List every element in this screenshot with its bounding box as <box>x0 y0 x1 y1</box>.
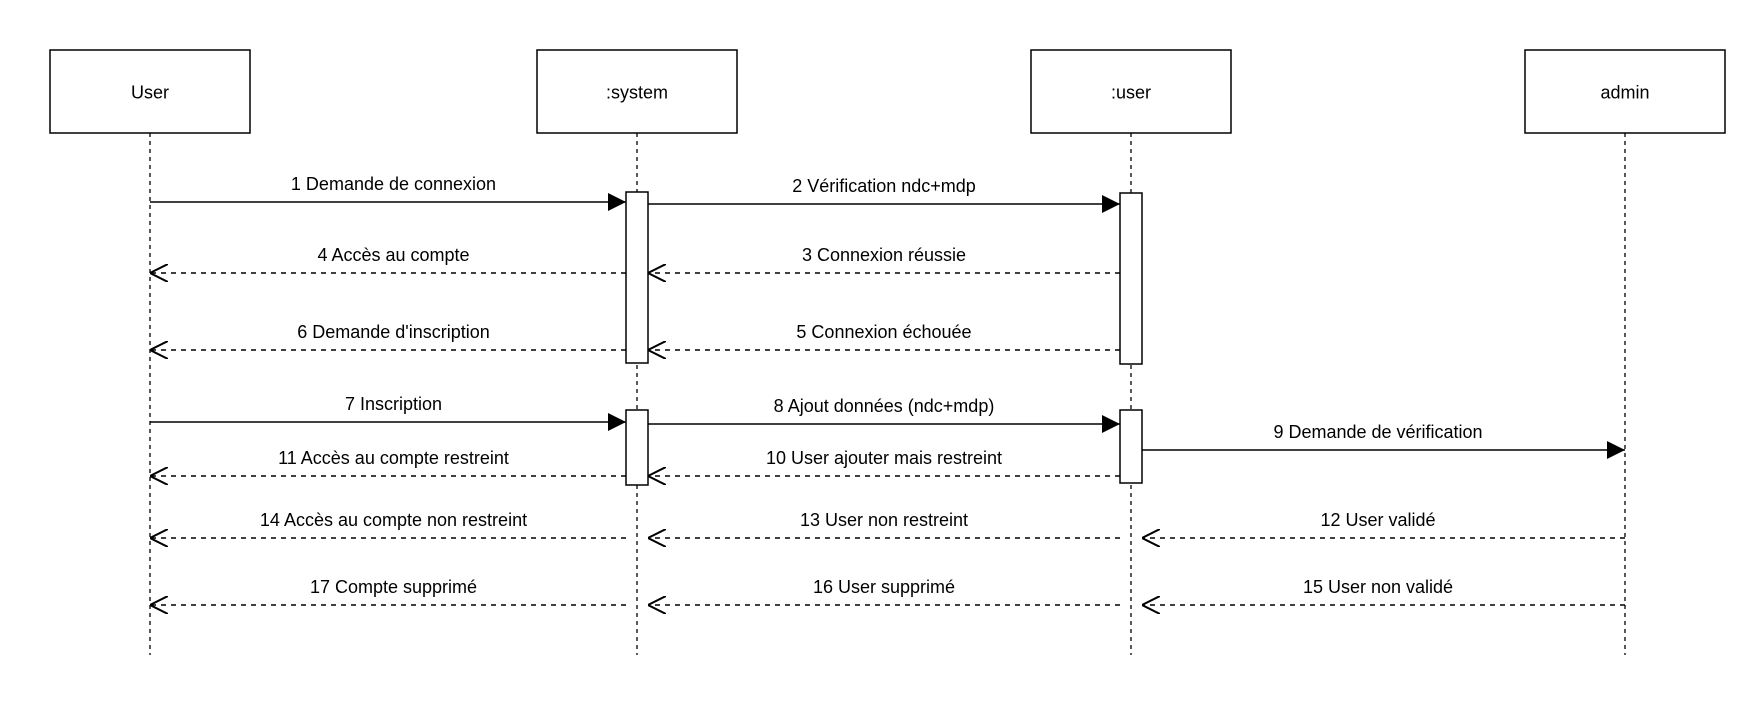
message-14: 14 Accès au compte non restreint <box>150 510 626 538</box>
message-label-11: 11 Accès au compte restreint <box>278 448 509 468</box>
participant-system: :system <box>536 49 738 655</box>
message-label-6: 6 Demande d'inscription <box>297 322 490 342</box>
message-6: 6 Demande d'inscription <box>150 322 626 350</box>
message-label-17: 17 Compte supprimé <box>310 577 477 597</box>
message-label-10: 10 User ajouter mais restreint <box>766 448 1002 468</box>
message-label-2: 2 Vérification ndc+mdp <box>792 176 976 196</box>
participant-label-system: :system <box>606 83 668 103</box>
message-label-16: 16 User supprimé <box>813 577 955 597</box>
activation-bar-user-object-activation-2 <box>1119 409 1143 484</box>
message-label-1: 1 Demande de connexion <box>291 174 496 194</box>
message-12: 12 User validé <box>1142 510 1625 538</box>
message-label-4: 4 Accès au compte <box>317 245 469 265</box>
message-8: 8 Ajout données (ndc+mdp) <box>648 396 1120 433</box>
message-3: 3 Connexion réussie <box>648 245 1120 273</box>
participant-user-actor: User <box>49 49 251 655</box>
activation-bar-user-object-activation-1 <box>1119 192 1143 365</box>
message-7: 7 Inscription <box>150 394 626 431</box>
participant-box-user-object <box>1030 49 1232 134</box>
message-label-3: 3 Connexion réussie <box>802 245 966 265</box>
participant-box-admin <box>1524 49 1726 134</box>
participant-label-admin: admin <box>1600 83 1649 103</box>
message-11: 11 Accès au compte restreint <box>150 448 626 476</box>
message-16: 16 User supprimé <box>648 577 1120 605</box>
participant-user-object: :user <box>1030 49 1232 655</box>
message-5: 5 Connexion échouée <box>648 322 1120 350</box>
message-2: 2 Vérification ndc+mdp <box>648 176 1120 213</box>
message-label-9: 9 Demande de vérification <box>1273 422 1482 442</box>
message-9: 9 Demande de vérification <box>1142 422 1625 459</box>
participant-box-user-actor <box>49 49 251 134</box>
message-17: 17 Compte supprimé <box>150 577 626 605</box>
participant-box-system <box>536 49 738 134</box>
participant-admin: admin <box>1524 49 1726 655</box>
message-label-7: 7 Inscription <box>345 394 442 414</box>
message-label-5: 5 Connexion échouée <box>796 322 971 342</box>
message-15: 15 User non validé <box>1142 577 1625 605</box>
activation-bar-system-activation-2 <box>625 409 649 486</box>
message-label-14: 14 Accès au compte non restreint <box>260 510 527 530</box>
message-4: 4 Accès au compte <box>150 245 626 273</box>
message-label-8: 8 Ajout données (ndc+mdp) <box>774 396 995 416</box>
activation-bar-system-activation-1 <box>625 191 649 364</box>
message-13: 13 User non restreint <box>648 510 1120 538</box>
message-1: 1 Demande de connexion <box>150 174 626 211</box>
message-label-13: 13 User non restreint <box>800 510 968 530</box>
message-label-15: 15 User non validé <box>1303 577 1453 597</box>
message-label-12: 12 User validé <box>1320 510 1435 530</box>
participant-label-user-actor: User <box>131 83 169 103</box>
message-10: 10 User ajouter mais restreint <box>648 448 1120 476</box>
participant-label-user-object: :user <box>1111 83 1151 103</box>
